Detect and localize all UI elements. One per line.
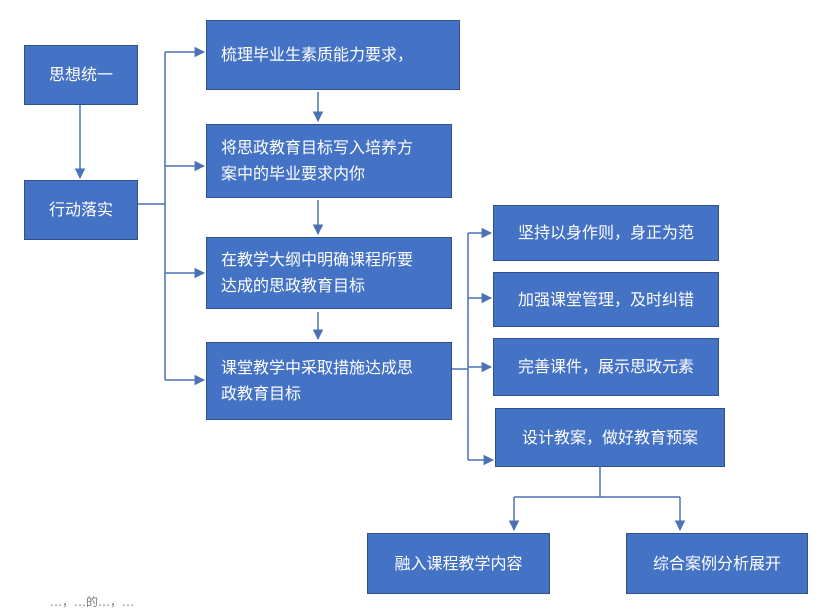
node-label: 完善课件，展示思政元素: [517, 357, 694, 376]
node-label-line2: 案中的毕业要求内你: [221, 164, 366, 183]
node-wanshan-kejian: 完善课件，展示思政元素: [493, 338, 719, 396]
node-jiaqiang-ketang-guanli: 加强课堂管理，及时纠错: [493, 272, 719, 327]
node-sheji-jiaoan: 设计教案，做好教育预案: [495, 408, 725, 467]
node-label-line1: 在教学大纲中明确课程所要: [221, 250, 414, 269]
node-shuli-biyesheng: 梳理毕业生素质能力要求，: [206, 20, 460, 90]
node-label: 坚持以身作则，身正为范: [517, 223, 694, 242]
node-label: 融入课程教学内容: [394, 553, 523, 573]
node-jianchi-yishenzuoze: 坚持以身作则，身正为范: [493, 205, 719, 261]
node-zonghe-anli: 综合案例分析展开: [626, 533, 808, 594]
node-label: 设计教案，做好教育预案: [521, 427, 698, 447]
node-jiang-sizheng-mubiao: 将思政教育目标写入培养方 案中的毕业要求内你: [206, 124, 452, 198]
node-ketang-jiaoxue: 课堂教学中采取措施达成思 政教育目标: [206, 342, 452, 420]
node-sixiang-tongyi: 思想统一: [24, 45, 138, 105]
node-rongru-kecheng: 融入课程教学内容: [367, 533, 550, 594]
node-xingdong-luoshi: 行动落实: [24, 180, 138, 240]
node-label: 梳理毕业生素质能力要求，: [221, 45, 414, 64]
node-label: 加强课堂管理，及时纠错: [517, 289, 694, 309]
figure-caption: …，…的…，…: [50, 596, 135, 609]
node-label: 综合案例分析展开: [652, 553, 781, 573]
node-label-line1: 将思政教育目标写入培养方: [221, 138, 414, 157]
node-label-line2: 达成的思政教育目标: [221, 276, 366, 295]
node-jiaoxue-dagang: 在教学大纲中明确课程所要 达成的思政教育目标: [206, 237, 452, 309]
node-label-line1: 课堂教学中采取措施达成思: [221, 358, 414, 377]
node-label: 行动落实: [48, 200, 113, 219]
node-label: 思想统一: [48, 65, 113, 84]
node-label-line2: 政教育目标: [221, 384, 302, 403]
